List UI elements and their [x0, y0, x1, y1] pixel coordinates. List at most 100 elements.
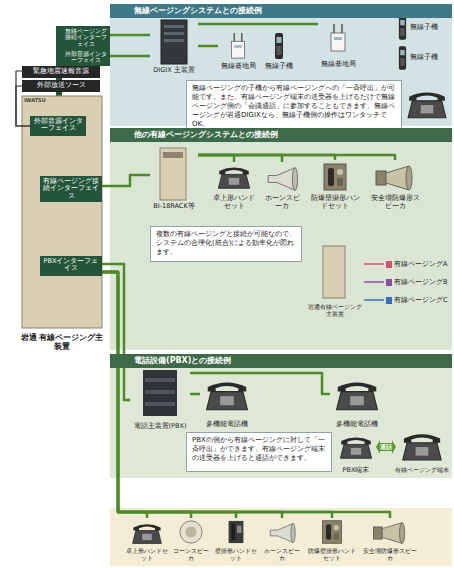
talk-bubble: 通話	[376, 440, 396, 454]
device-label: DIGIX 主装置	[150, 67, 198, 74]
device-label: 防爆壁掛形ハンドセット	[310, 195, 360, 210]
connector	[102, 272, 390, 518]
base-station: 無線基地局	[218, 30, 258, 70]
horn-icon	[268, 168, 297, 191]
note-box: 複数の有線ページングと接続が可能なので、システムの合理化(統合)による効率化が図…	[150, 226, 302, 262]
explosion-proof-speaker: 安全増防爆形スピーカ	[368, 160, 422, 210]
cabinet-slot	[164, 39, 184, 42]
brand-logo: IWATSU	[20, 96, 104, 106]
connector	[110, 55, 150, 58]
explosion-proof-handset: 防爆壁掛形ハンドセット	[310, 160, 360, 210]
interface-label: 有線ページング接続インターフェイス	[42, 178, 100, 200]
section-title: 無線ページングシステムとの接続例	[110, 4, 452, 18]
pbx-shelf	[145, 378, 175, 382]
device-label: 壁掛形ハンドセット	[214, 548, 258, 562]
system-label: 有線ページングB	[384, 276, 448, 288]
double-arrow	[376, 440, 396, 454]
note-box: PBXの側から有線ページングに対して「一斉呼出」ができます。有線ページング端末の…	[186, 432, 332, 472]
device-label: 有線ページング端末	[394, 467, 450, 474]
section-panel: 電話設備(PBX)との接続例電話主装置(PBX)多機能電話機多機能電話機PBXの…	[110, 354, 452, 478]
interface-label: 外部音源インターフェイス	[64, 51, 108, 64]
device-label: ホーンスピーカ	[262, 195, 302, 210]
device-label: 無線基地局	[318, 61, 358, 68]
note-box: 無線ページングの子機から有線ページングへの「一斉呼出」が可能です。また、有線ペー…	[186, 80, 402, 133]
interface-label: 緊急地震速報音源	[24, 68, 98, 75]
speaker-icon	[374, 523, 405, 544]
rack-unit: BI-18RACK等	[150, 146, 198, 210]
wireless-handset: 無線子機	[262, 30, 296, 70]
phone-icon	[403, 434, 441, 460]
device-label: 無線子機	[262, 63, 296, 70]
connector	[364, 263, 384, 265]
explosion-proof-handset: 防爆壁掛形ハンドセット	[306, 518, 358, 562]
wall-phone-icon	[229, 521, 244, 543]
connector	[102, 264, 130, 400]
pbx-terminal: PBX端末	[336, 432, 376, 474]
system-mark	[386, 279, 392, 286]
section-title: 電話設備(PBX)との接続例	[110, 354, 452, 368]
phone-icon	[337, 383, 378, 410]
multi-function-phone: 多機能電話機	[330, 376, 384, 428]
device-label: 無線子機	[410, 24, 438, 31]
digix-unit: DIGIX 主装置	[150, 18, 198, 74]
interface-box: 有線ページング接続インターフェイス	[40, 176, 102, 202]
device-label: 卓上形ハンドセット	[126, 548, 168, 562]
pbx-unit: 電話主装置(PBX)	[130, 368, 190, 430]
device-label: 卓上形ハンドセット	[212, 195, 256, 210]
paging-unit: 岩通有線ページング主装置	[306, 244, 364, 318]
main-unit: IWATSU岩通 有線ページング主装置外部音源インターフェイス有線ページング接続…	[20, 96, 104, 352]
section-background	[110, 354, 452, 478]
interface-label: 無線ページング接続インターフェイス	[64, 28, 108, 47]
connector	[198, 45, 218, 48]
connector	[364, 281, 384, 283]
cabinet-slot	[164, 32, 184, 35]
section-background	[110, 128, 452, 350]
handset-icon	[399, 46, 406, 69]
interface-label: PBXインターフェイス	[42, 258, 100, 273]
rack-cabinet	[160, 148, 186, 200]
speaker-icon	[376, 166, 412, 190]
cabinet-slot	[164, 25, 184, 28]
system-label: 有線ページングA	[384, 258, 448, 270]
pbx-cabinet	[143, 370, 177, 416]
phone-icon	[207, 383, 248, 410]
connector	[364, 299, 384, 301]
note-text: PBXの側から有線ページングに対して「一斉呼出」ができます。有線ページング端末の…	[192, 436, 326, 463]
multi-function-phone: 多機能電話機	[200, 376, 254, 428]
device-label: 安全増防爆形スピーカ	[368, 195, 422, 210]
cone-icon	[180, 521, 202, 543]
explosion-proof-icon	[324, 164, 346, 190]
connector	[198, 23, 318, 26]
interface-box: 外部音源インターフェイス	[30, 116, 86, 136]
interface-label: 外部音源インターフェイス	[32, 118, 84, 133]
device-label: 電話主装置(PBX)	[130, 423, 190, 430]
base-station-icon	[331, 24, 345, 51]
interface-tab: 無線ページング接続インターフェイス	[62, 26, 110, 49]
phone-icon	[133, 524, 162, 543]
phone-icon	[340, 437, 371, 458]
connector	[102, 272, 282, 518]
connector	[102, 272, 147, 518]
connector	[102, 175, 150, 186]
device-label: 多機能電話機	[200, 421, 254, 428]
section-panel: 他の有線ページングシステムとの接続例BI-18RACK等卓上形ハンドセットホーン…	[110, 128, 452, 350]
wireless-handset: 無線子機	[394, 14, 448, 42]
explosion-proof-icon	[322, 521, 341, 544]
source-box: 緊急地震速報音源	[22, 66, 100, 78]
pbx-shelf	[145, 402, 175, 406]
handset-icon	[399, 16, 406, 39]
device-label: 安全増防爆形スピーカ	[362, 548, 418, 562]
note-text: 無線ページングの子機から有線ページングへの「一斉呼出」が可能です。また、有線ペー…	[192, 84, 396, 129]
connector	[190, 393, 200, 396]
device-label: 無線子機	[410, 54, 438, 61]
rack-panel	[163, 152, 183, 158]
device-label: コーンスピーカ	[172, 548, 210, 562]
connector	[102, 272, 191, 518]
paging-system: 有線ページングA	[384, 258, 448, 270]
base-station: 無線基地局	[318, 20, 358, 68]
device-label: PBX端末	[336, 467, 376, 474]
cone-speaker: コーンスピーカ	[172, 518, 210, 562]
interface-label: 外部放送ソース	[24, 82, 98, 89]
digix-cabinet	[161, 20, 187, 64]
phone-icon	[218, 167, 249, 188]
